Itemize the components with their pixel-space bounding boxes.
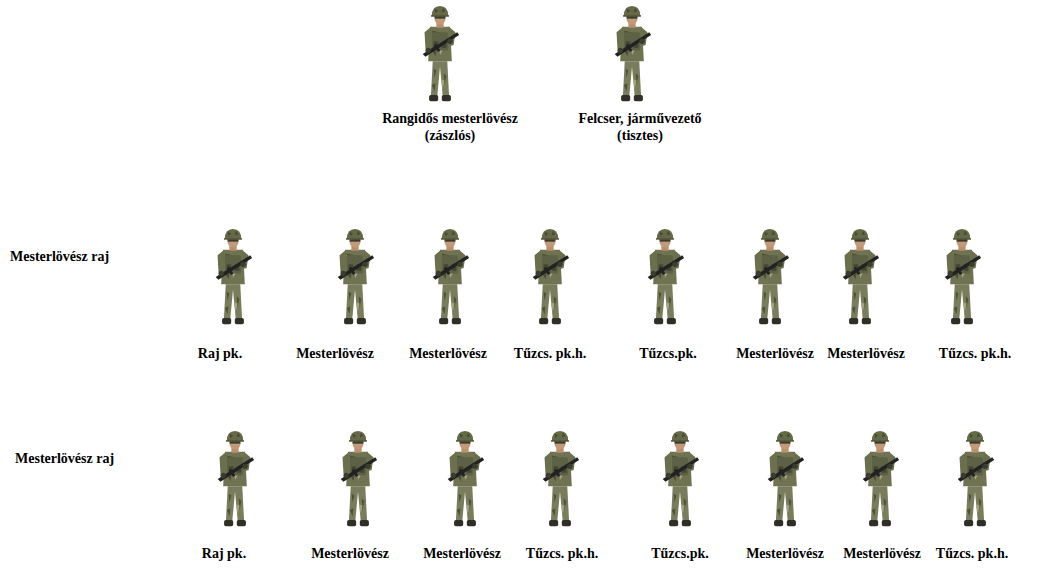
role-label: Felcser, járművezető (tisztes): [556, 110, 724, 144]
soldier-figure: [945, 229, 981, 324]
role-label: Tűzcs. pk.h.: [514, 345, 586, 362]
group-label: Mesterlövész raj: [15, 450, 114, 467]
soldier-figure: [753, 229, 789, 324]
role-label: Mesterlövész: [423, 545, 501, 562]
role-label: Rangidős mesterlövész (zászlós): [366, 110, 534, 144]
role-label: Raj pk.: [198, 345, 242, 362]
role-label: Mesterlövész: [296, 345, 374, 362]
soldier-figure: [338, 229, 374, 324]
role-label: Mesterlövész: [843, 545, 921, 562]
role-label: Mesterlövész: [746, 545, 824, 562]
role-label: Tűzcs. pk.h.: [936, 545, 1008, 562]
role-label: Tűzcs.pk.: [639, 345, 697, 362]
role-label: Mesterlövész: [736, 345, 814, 362]
soldier-figure: [863, 431, 899, 526]
soldier-figure: [843, 229, 879, 324]
soldier-figure: [218, 431, 254, 526]
soldier-figure: [648, 229, 684, 324]
soldier-figure: [768, 431, 804, 526]
role-label: Tűzcs. pk.h.: [526, 545, 598, 562]
soldier-figure: [423, 6, 459, 101]
soldier-figure: [216, 229, 252, 324]
role-label: Tűzcs. pk.h.: [939, 345, 1011, 362]
soldier-figure: [341, 431, 377, 526]
role-label: Tűzcs.pk.: [651, 545, 709, 562]
soldier-figure: [615, 6, 651, 101]
soldier-figure: [663, 431, 699, 526]
role-label: Mesterlövész: [827, 345, 905, 362]
role-label: Raj pk.: [202, 545, 246, 562]
role-label: Mesterlövész: [311, 545, 389, 562]
soldier-figure: [433, 229, 469, 324]
soldier-figure: [543, 431, 579, 526]
group-label: Mesterlövész raj: [10, 248, 109, 265]
soldier-figure: [958, 431, 994, 526]
soldier-figure: [448, 431, 484, 526]
role-label: Mesterlövész: [409, 345, 487, 362]
soldier-figure: [533, 229, 569, 324]
